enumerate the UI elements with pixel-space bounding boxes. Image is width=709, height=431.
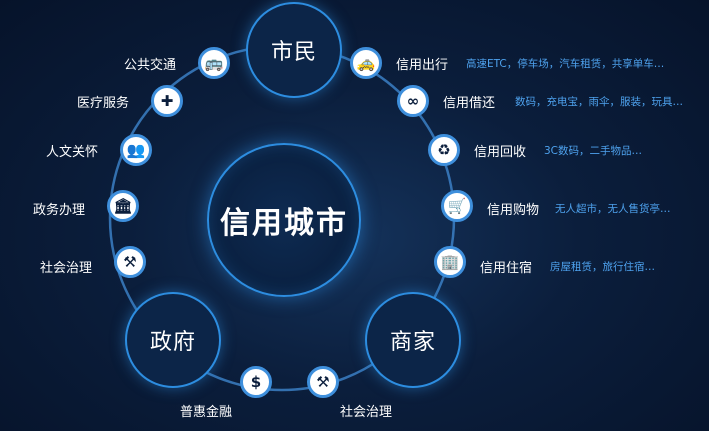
- center-title: 信用城市: [220, 206, 348, 241]
- left-item-label: 公共交通: [124, 58, 177, 73]
- car-icon: 🚕: [350, 47, 382, 79]
- tools-icon: ⚒: [307, 366, 339, 398]
- right-item-desc: 数码，充电宝，雨伞，服装，玩具…: [515, 96, 683, 108]
- medical-kit-icon: ✚: [151, 85, 183, 117]
- bottom-item-label: 社会治理: [340, 405, 393, 420]
- government-building-icon: 🏛: [107, 190, 139, 222]
- loop-icon: ∞: [397, 85, 429, 117]
- hub-business: 商家: [365, 292, 461, 388]
- people-group-icon: 👥: [120, 134, 152, 166]
- buildings-icon: 🏢: [434, 246, 466, 278]
- hub-government-label: 政府: [149, 330, 196, 355]
- money-bag-icon: $: [240, 366, 272, 398]
- right-item-desc: 高速ETC，停车场，汽车租赁，共享单车…: [466, 58, 665, 70]
- right-item-desc: 无人超市，无人售货亭…: [555, 203, 671, 215]
- bus-icon: 🚌: [198, 47, 230, 79]
- bottom-item-label: 普惠金融: [180, 405, 233, 420]
- right-item-label: 信用借还: [443, 96, 496, 111]
- right-item-label: 信用住宿: [480, 261, 533, 276]
- left-item-label: 政务办理: [33, 203, 86, 218]
- right-item-label: 信用出行: [396, 58, 449, 73]
- hub-citizen: 市民: [246, 2, 342, 98]
- right-item-desc: 3C数码，二手物品…: [544, 145, 643, 157]
- tools-icon: ⚒: [114, 246, 146, 278]
- left-item-label: 社会治理: [40, 261, 93, 276]
- right-item-desc: 房屋租赁，旅行住宿…: [550, 261, 655, 273]
- left-item-label: 医疗服务: [77, 96, 130, 111]
- hub-business-label: 商家: [389, 330, 436, 355]
- hub-citizen-label: 市民: [270, 40, 317, 65]
- center-circle: 信用城市: [207, 143, 361, 297]
- right-item-label: 信用购物: [487, 203, 540, 218]
- left-item-label: 人文关怀: [46, 145, 99, 160]
- right-item-label: 信用回收: [474, 145, 527, 160]
- hub-government: 政府: [125, 292, 221, 388]
- recycle-icon: ♻: [428, 134, 460, 166]
- shopping-cart-icon: 🛒: [441, 190, 473, 222]
